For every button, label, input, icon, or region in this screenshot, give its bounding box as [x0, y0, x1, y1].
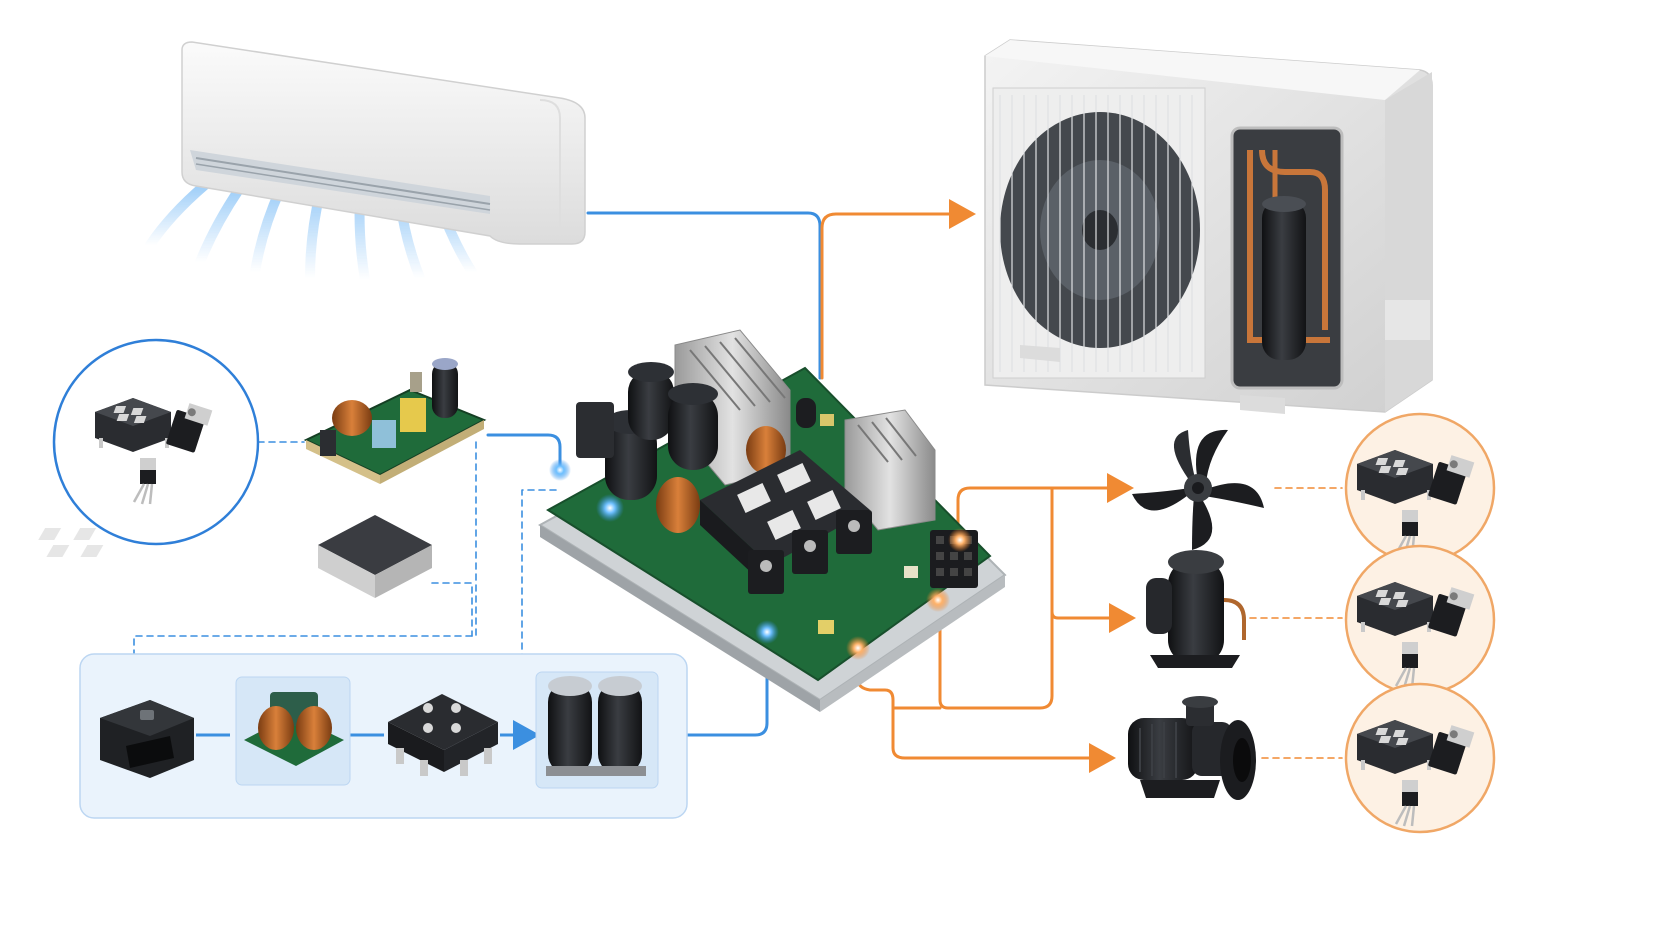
ac-inlet: [100, 700, 194, 778]
board-to-compressor-line: [1050, 486, 1136, 633]
transistor-row: [748, 510, 872, 594]
board-to-outdoor-line: [820, 199, 976, 380]
ipm-to-panel-dashed: [431, 582, 473, 637]
fan-motor: [1132, 429, 1264, 550]
dc-bus-capacitors: [535, 671, 659, 789]
indoor-to-board-line: [586, 211, 822, 380]
aux-supply-to-board-line: [486, 433, 562, 472]
fan-driver-devices: [1344, 412, 1496, 564]
rectifier-bridge: [388, 694, 498, 776]
aux-power-supply: [303, 358, 487, 484]
main-control-board: [538, 329, 1007, 712]
board-to-panel-dashed: [521, 489, 557, 673]
outdoor-fan-grille: [992, 87, 1206, 379]
water-pump: [1128, 696, 1256, 800]
board-to-pump-line: [856, 648, 1116, 773]
compressor: [1146, 550, 1246, 668]
board-to-fan-line: [956, 473, 1134, 542]
pump-driver-devices: [1344, 682, 1496, 834]
outdoor-compressor-compartment: [1230, 126, 1344, 390]
emi-filter: [235, 676, 351, 786]
power-device-cluster: [52, 338, 260, 546]
dcbus-to-board-line: [638, 630, 769, 737]
power-path-panel: [79, 653, 688, 819]
bulk-capacitors: [576, 362, 718, 500]
ipm-module: [38, 515, 432, 598]
indoor-unit: [145, 41, 586, 285]
outdoor-unit: [984, 39, 1433, 414]
board-trunk-line: [938, 598, 1054, 710]
compressor-driver-devices: [1344, 544, 1496, 696]
